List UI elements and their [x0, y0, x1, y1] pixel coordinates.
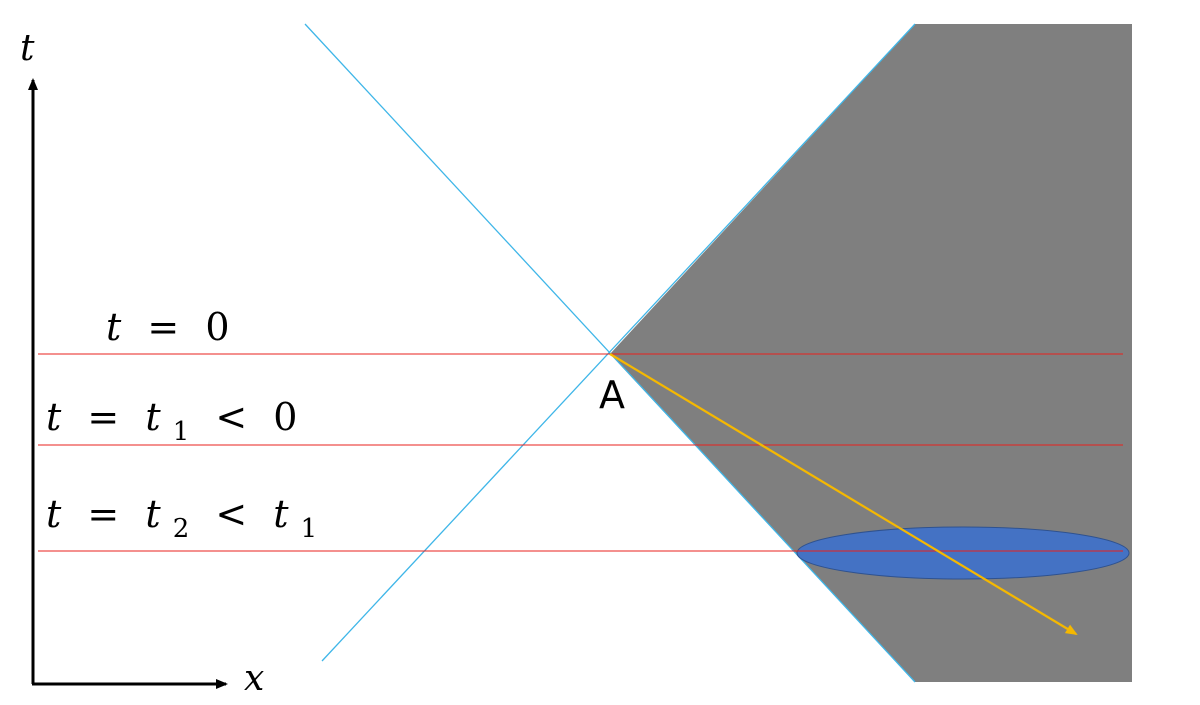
t-axis-label: t	[20, 28, 35, 69]
light-cone-line-descending	[304, 23, 916, 683]
blue-ellipse-region	[796, 526, 1130, 580]
shaded-region	[610, 24, 1132, 682]
worldline-arrow	[609, 353, 1078, 636]
slice-label-t1: t = t 1 < 0	[46, 395, 297, 449]
point-a-label: A	[599, 373, 625, 417]
slice-label-t2: t = t 2 < t 1	[46, 492, 317, 546]
slice-label-t0: t = 0	[106, 305, 230, 349]
x-axis-label: x	[244, 658, 264, 699]
light-cone-line-ascending	[321, 23, 916, 662]
